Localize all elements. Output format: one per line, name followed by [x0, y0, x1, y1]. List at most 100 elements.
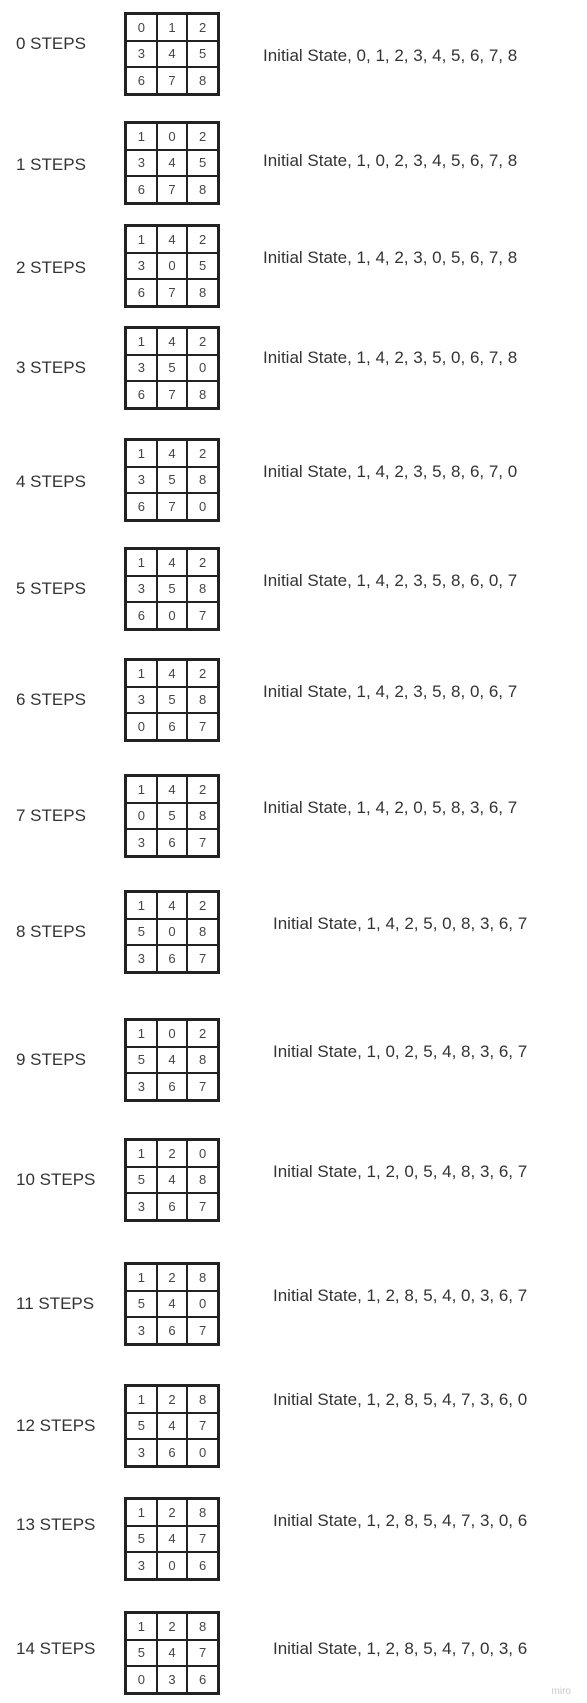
step-label: 7 STEPS	[16, 806, 86, 825]
tile: 0	[187, 1290, 218, 1318]
tile: 5	[156, 802, 188, 830]
tile: 4	[156, 549, 188, 576]
tile: 6	[156, 829, 188, 856]
tile: 2	[156, 1613, 188, 1640]
tile: 3	[126, 1552, 157, 1579]
tile: 1	[126, 549, 157, 576]
tile: 0	[126, 1666, 157, 1693]
state-description: Initial State, 1, 2, 8, 5, 4, 7, 0, 3, 6	[273, 1639, 528, 1658]
tile: 3	[126, 945, 157, 972]
puzzle-board: 1 2 0 5 4 8 3 6 7	[124, 1138, 220, 1222]
tile: 0	[187, 354, 218, 382]
tile: 0	[126, 802, 157, 830]
tile: 0	[156, 1552, 188, 1579]
tile: 0	[156, 918, 188, 946]
tile: 1	[126, 660, 157, 687]
tile: 1	[126, 440, 157, 467]
tile: 7	[187, 602, 218, 629]
step-label: 14 STEPS	[16, 1639, 96, 1658]
tile: 2	[187, 226, 218, 253]
tile: 6	[156, 1317, 188, 1344]
tile: 4	[156, 1290, 188, 1318]
tile: 3	[126, 252, 157, 280]
tile: 5	[126, 918, 157, 946]
puzzle-board: 1 0 2 5 4 8 3 6 7	[124, 1018, 220, 1102]
tile: 5	[156, 575, 188, 603]
tile: 1	[126, 328, 157, 355]
tile: 2	[156, 1499, 188, 1526]
tile: 3	[126, 1193, 157, 1220]
step-label: 11 STEPS	[16, 1294, 95, 1313]
tile: 7	[187, 1193, 218, 1220]
tile: 4	[156, 328, 188, 355]
tile: 7	[187, 713, 218, 740]
state-description: Initial State, 1, 4, 2, 0, 5, 8, 3, 6, 7	[263, 798, 518, 817]
tile: 7	[187, 1073, 218, 1100]
step-label: 1 STEPS	[16, 155, 86, 174]
tile: 0	[187, 1140, 218, 1167]
tile: 6	[156, 713, 188, 740]
tile: 1	[126, 776, 157, 803]
puzzle-board: 1 2 8 5 4 7 3 6 0	[124, 1384, 220, 1468]
puzzle-board: 0 1 2 3 4 5 6 7 8	[124, 12, 220, 96]
tile: 8	[187, 466, 218, 494]
tile: 2	[187, 549, 218, 576]
tile: 3	[126, 1317, 157, 1344]
tile: 6	[156, 1073, 188, 1100]
tile: 8	[187, 686, 218, 714]
state-description: Initial State, 1, 0, 2, 5, 4, 8, 3, 6, 7	[273, 1042, 528, 1061]
state-description: Initial State, 1, 4, 2, 3, 5, 0, 6, 7, 8	[263, 348, 518, 367]
tile: 0	[126, 713, 157, 740]
tile: 8	[187, 279, 218, 306]
tile: 0	[156, 602, 188, 629]
tile: 1	[126, 226, 157, 253]
tile: 3	[126, 40, 157, 68]
tile: 7	[187, 945, 218, 972]
state-description: Initial State, 1, 4, 2, 3, 5, 8, 6, 0, 7	[263, 571, 518, 590]
tile: 3	[126, 466, 157, 494]
tile: 3	[126, 149, 157, 177]
puzzle-board: 1 2 8 5 4 7 0 3 6	[124, 1611, 220, 1695]
step-label: 13 STEPS	[16, 1515, 96, 1534]
tile: 7	[156, 67, 188, 94]
tile: 5	[156, 354, 188, 382]
tile: 1	[126, 1386, 157, 1413]
tile: 3	[126, 1439, 157, 1466]
tile: 7	[187, 1317, 218, 1344]
tile: 2	[187, 440, 218, 467]
tile: 8	[187, 575, 218, 603]
puzzle-board: 1 4 2 3 5 8 6 0 7	[124, 547, 220, 631]
puzzle-board: 1 2 8 5 4 7 3 0 6	[124, 1497, 220, 1581]
tile: 2	[187, 123, 218, 150]
tile: 4	[156, 660, 188, 687]
tile: 5	[187, 40, 218, 68]
state-description: Initial State, 1, 2, 8, 5, 4, 7, 3, 6, 0	[273, 1390, 528, 1409]
puzzle-board: 1 4 2 0 5 8 3 6 7	[124, 774, 220, 858]
tile: 4	[156, 440, 188, 467]
tile: 2	[156, 1386, 188, 1413]
step-label: 8 STEPS	[16, 922, 86, 941]
tile: 7	[156, 493, 188, 520]
tile: 5	[156, 466, 188, 494]
tile: 7	[156, 176, 188, 203]
tile: 6	[187, 1666, 218, 1693]
tile: 7	[156, 279, 188, 306]
puzzle-board: 1 4 2 3 5 0 6 7 8	[124, 326, 220, 410]
tile: 6	[156, 1439, 188, 1466]
tile: 4	[156, 149, 188, 177]
step-label: 6 STEPS	[16, 690, 86, 709]
tile: 2	[187, 892, 218, 919]
tile: 6	[156, 945, 188, 972]
tile: 5	[187, 149, 218, 177]
tile: 7	[156, 381, 188, 408]
tile: 5	[126, 1412, 157, 1440]
tile: 6	[126, 602, 157, 629]
tile: 8	[187, 67, 218, 94]
state-description: Initial State, 1, 2, 8, 5, 4, 7, 3, 0, 6	[273, 1511, 528, 1530]
tile: 8	[187, 176, 218, 203]
tile: 7	[187, 829, 218, 856]
puzzle-board: 1 4 2 3 0 5 6 7 8	[124, 224, 220, 308]
tile: 0	[187, 493, 218, 520]
state-description: Initial State, 1, 2, 8, 5, 4, 0, 3, 6, 7	[273, 1286, 528, 1305]
tile: 6	[126, 67, 157, 94]
